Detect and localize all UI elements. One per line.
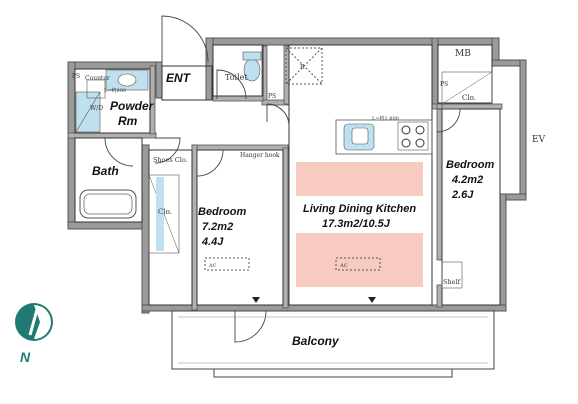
compass-icon — [15, 303, 53, 341]
powder-label-line2: Rm — [118, 114, 138, 128]
bedroom2-area-m2: 4.2m2 — [451, 174, 483, 186]
wd-label: W/D — [90, 105, 103, 112]
ev-label: EV — [532, 135, 546, 145]
ldk-highlight-bottom — [296, 233, 423, 287]
counter-label: Counter — [85, 75, 110, 82]
shoes-closet-label: Shoes Clo. — [153, 156, 188, 164]
ac-label-2: AC — [339, 263, 348, 269]
ac-label-1: AC — [208, 263, 217, 269]
bedroom2-area-j: 2.6J — [451, 189, 474, 201]
ps-label-1: PS — [72, 73, 80, 80]
ldk-area: 17.3m2/10.5J — [322, 218, 391, 230]
bedroom1-name: Bedroom — [198, 206, 247, 218]
ldk-highlight-top — [296, 162, 423, 196]
bed1-closet-label: Clo. — [158, 208, 172, 216]
dim-label-1: L=约800 — [104, 87, 126, 94]
fridge-label: R — [300, 64, 305, 71]
hanger-hook-label: Hanger hook — [240, 152, 280, 159]
ldk-name: Living Dining Kitchen — [303, 203, 416, 215]
toilet-label: Toilet — [225, 73, 248, 82]
compass-north-label: N — [20, 349, 31, 365]
ent-label: ENT — [166, 71, 192, 85]
bath-label: Bath — [92, 164, 119, 178]
window-markers — [252, 297, 376, 303]
bedroom1-area-j: 4.4J — [201, 236, 224, 248]
shelf-label: Shelf — [443, 278, 461, 286]
ps-label-3: PS — [440, 81, 448, 88]
balcony-label: Balcony — [292, 334, 340, 348]
bedroom2-name: Bedroom — [446, 159, 495, 171]
mb-label: MB — [455, 49, 471, 59]
ps-label-2: PS — [268, 93, 276, 100]
powder-label-line1: Powder — [110, 99, 155, 113]
bed2-closet-label: Clo. — [462, 94, 476, 102]
bedroom1-area-m2: 7.2m2 — [202, 221, 233, 233]
dim-label-2: L=约1,800 — [372, 115, 399, 122]
balcony-structure — [171, 310, 495, 378]
fixtures — [75, 47, 493, 289]
